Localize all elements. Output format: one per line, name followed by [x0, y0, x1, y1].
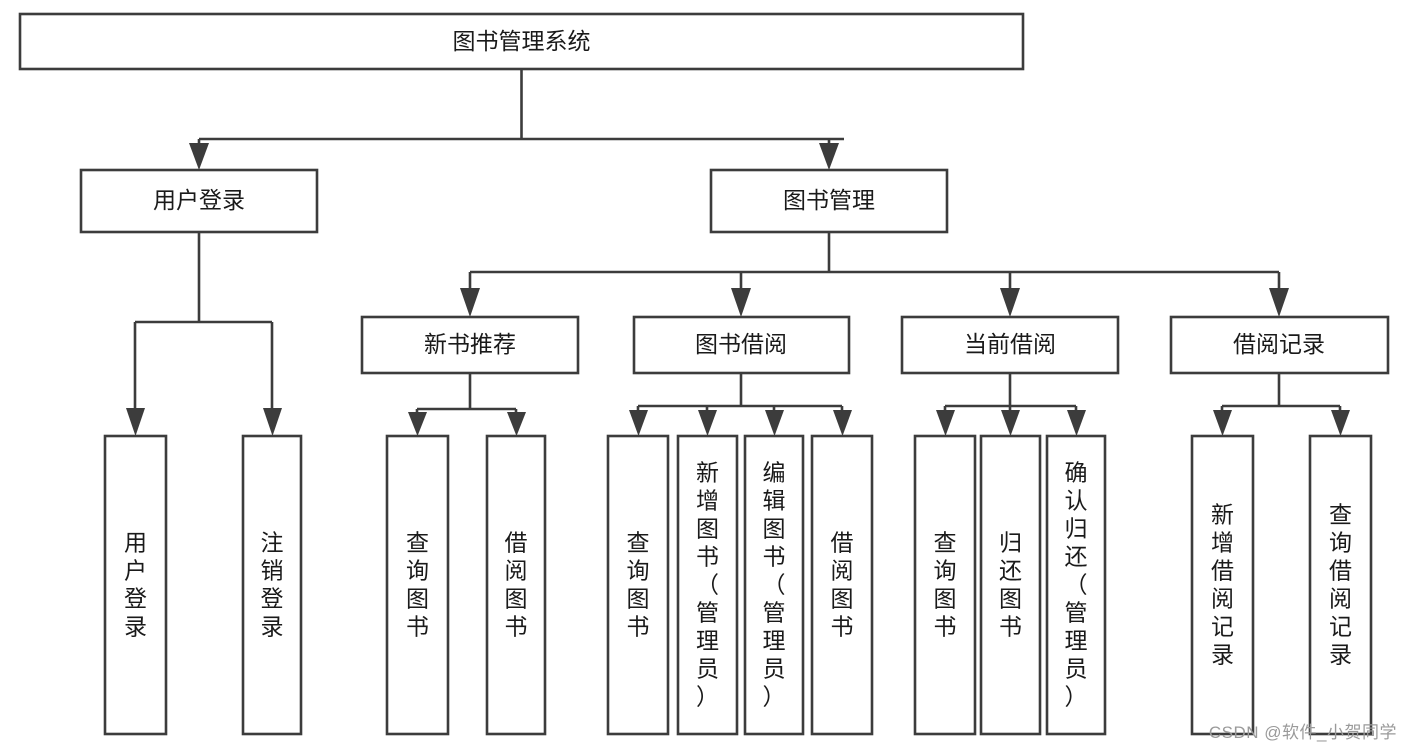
node-leaf-query-book-2[interactable]: 查询图书 [606, 434, 670, 736]
node-leaf-add-book[interactable]: 新增图书（管理员） [676, 434, 739, 736]
node-leaf-user-login-label: 用户登录 [124, 529, 147, 639]
node-leaf-edit-book-box[interactable] [743, 434, 805, 736]
node-leaf-add-borrow-record[interactable]: 新增借阅记录 [1190, 434, 1255, 736]
arrowhead-leaf-return-book [1001, 410, 1020, 436]
node-user-login-box[interactable] [79, 168, 319, 234]
node-book-management-box[interactable] [709, 168, 949, 234]
node-leaf-user-logout-label: 注销登录 [261, 529, 284, 639]
csdn-watermark: CSDN @软件_小贺同学 [1208, 723, 1397, 742]
connector-group-current-borrow [936, 373, 1086, 436]
node-leaf-query-borrow-record-label: 查询借阅记录 [1329, 501, 1352, 667]
arrowhead-leaf-query-book-2 [629, 410, 648, 436]
node-leaf-return-book-label: 归还图书 [999, 529, 1022, 639]
arrowhead-leaf-add-book [698, 410, 717, 436]
node-root-system-label: 图书管理系统 [453, 28, 591, 54]
node-current-borrow-label: 当前借阅 [964, 331, 1056, 357]
arrowhead-current-borrow [1000, 288, 1020, 317]
node-leaf-confirm-return-label: 确认归还（管理员） [1065, 459, 1088, 709]
node-leaf-query-book-1-box[interactable] [385, 434, 450, 736]
node-leaf-borrow-book-2-box[interactable] [810, 434, 874, 736]
node-root-system-box[interactable] [18, 12, 1025, 71]
node-user-login-label: 用户登录 [153, 187, 245, 213]
node-leaf-query-borrow-record[interactable]: 查询借阅记录 [1308, 434, 1373, 736]
node-leaf-user-login-box[interactable] [103, 434, 168, 736]
arrowhead-leaf-query-borrow-record [1331, 410, 1350, 436]
node-leaf-query-book-1-label: 查询图书 [406, 529, 429, 639]
arrowhead-new-book-recommend [460, 288, 480, 317]
arrowhead-leaf-query-book-1 [408, 412, 427, 436]
connector-group-book-management [460, 232, 1289, 317]
node-leaf-query-book-2-label: 查询图书 [627, 529, 650, 639]
arrowhead-leaf-edit-book [765, 410, 784, 436]
arrowhead-user-login [189, 143, 209, 170]
node-borrow-record[interactable]: 借阅记录 [1169, 315, 1390, 375]
node-new-book-recommend[interactable]: 新书推荐 [360, 315, 580, 375]
node-leaf-confirm-return-box[interactable] [1045, 434, 1107, 736]
node-leaf-borrow-book-1-box[interactable] [485, 434, 547, 736]
node-borrow-record-box[interactable] [1169, 315, 1390, 375]
connector-group-borrow-record [1213, 373, 1350, 436]
node-leaf-borrow-book-1-label: 借阅图书 [505, 529, 528, 639]
node-book-borrow-box[interactable] [632, 315, 851, 375]
node-leaf-query-borrow-record-box[interactable] [1308, 434, 1373, 736]
node-leaf-user-logout-box[interactable] [241, 434, 303, 736]
node-leaf-query-book-3[interactable]: 查询图书 [913, 434, 977, 736]
arrowhead-leaf-query-book-3 [936, 410, 955, 436]
node-leaf-edit-book[interactable]: 编辑图书（管理员） [743, 434, 805, 736]
node-current-borrow-box[interactable] [900, 315, 1120, 375]
node-leaf-user-logout[interactable]: 注销登录 [241, 434, 303, 736]
connector-group-new-book-recommend [408, 373, 526, 436]
node-leaf-edit-book-label: 编辑图书（管理员） [763, 459, 786, 709]
node-book-borrow[interactable]: 图书借阅 [632, 315, 851, 375]
node-current-borrow[interactable]: 当前借阅 [900, 315, 1120, 375]
node-leaf-add-borrow-record-box[interactable] [1190, 434, 1255, 736]
node-leaf-add-book-box[interactable] [676, 434, 739, 736]
node-leaf-confirm-return[interactable]: 确认归还（管理员） [1045, 434, 1107, 736]
node-leaf-query-book-3-label: 查询图书 [934, 529, 957, 639]
node-borrow-record-label: 借阅记录 [1233, 331, 1325, 357]
node-leaf-query-book-1[interactable]: 查询图书 [385, 434, 450, 736]
node-leaf-return-book-box[interactable] [979, 434, 1042, 736]
connector-group-user-login [126, 232, 282, 436]
node-leaf-user-login[interactable]: 用户登录 [103, 434, 168, 736]
node-leaf-add-book-label: 新增图书（管理员） [696, 459, 719, 709]
node-root-system[interactable]: 图书管理系统 [18, 12, 1025, 71]
node-leaf-borrow-book-2[interactable]: 借阅图书 [810, 434, 874, 736]
arrowhead-leaf-borrow-book-2 [833, 410, 852, 436]
connector-group-root [189, 69, 844, 170]
node-leaf-query-book-2-box[interactable] [606, 434, 670, 736]
node-leaf-borrow-book-1[interactable]: 借阅图书 [485, 434, 547, 736]
node-book-management[interactable]: 图书管理 [709, 168, 949, 234]
arrowhead-borrow-record [1269, 288, 1289, 317]
arrowhead-leaf-borrow-book-1 [507, 412, 526, 436]
arrowhead-leaf-confirm-return [1067, 410, 1086, 436]
arrowhead-book-borrow [731, 288, 751, 317]
node-book-management-label: 图书管理 [783, 187, 875, 213]
node-leaf-borrow-book-2-label: 借阅图书 [831, 529, 854, 639]
connector-group-book-borrow [629, 373, 852, 436]
node-leaf-query-book-3-box[interactable] [913, 434, 977, 736]
node-book-borrow-label: 图书借阅 [695, 331, 787, 357]
node-new-book-recommend-box[interactable] [360, 315, 580, 375]
arrowhead-leaf-user-login [126, 408, 145, 436]
node-leaf-add-borrow-record-label: 新增借阅记录 [1211, 501, 1234, 667]
arrowhead-leaf-user-logout [263, 408, 282, 436]
arrowhead-book-management [819, 143, 839, 170]
node-leaf-return-book[interactable]: 归还图书 [979, 434, 1042, 736]
node-new-book-recommend-label: 新书推荐 [424, 331, 516, 357]
arrowhead-leaf-add-borrow-record [1213, 410, 1232, 436]
node-user-login[interactable]: 用户登录 [79, 168, 319, 234]
